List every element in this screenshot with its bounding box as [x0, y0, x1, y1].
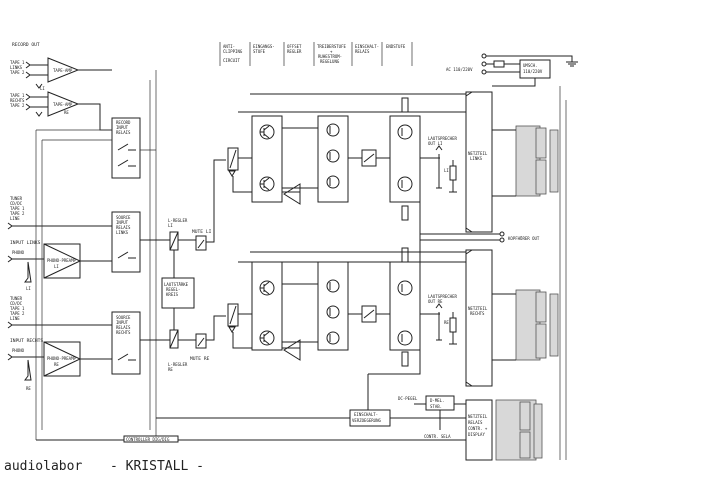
svg-text:LI: LI [26, 286, 31, 291]
svg-text:TAPE-AMP: TAPE-AMP [53, 102, 73, 107]
svg-text:RE: RE [64, 110, 69, 115]
svg-text:RE: RE [444, 320, 449, 325]
legend-anti-clipping: ANTI- CLIPPING CIRCUIT [223, 44, 245, 63]
svg-text:TAPE-AMP: TAPE-AMP [53, 68, 73, 73]
model-name: - KRISTALL - [110, 459, 204, 474]
svg-text:AC 110/220V: AC 110/220V [446, 67, 473, 72]
svg-text:RE: RE [26, 386, 31, 391]
brand-name: audiolabor [4, 459, 82, 474]
svg-text:RECORD OUT: RECORD OUT [12, 42, 40, 48]
tape-amp-li [47, 57, 80, 83]
svg-text:KOPFHÖRER OUT: KOPFHÖRER OUT [508, 236, 540, 241]
legend-offset-regler: OFFSET REGLER [287, 44, 304, 54]
power-section: AC 110/220V UMSCH.110/220V KOPFHÖRER OUT… [420, 53, 578, 461]
control-section: EINSCHALT-VERZOEGERUNG DC-PEGEL D-MEL.ST… [36, 200, 466, 443]
phono-preamp-links: INPUT LINKS PHONO PHONO-PREAMP LI LI [7, 240, 112, 291]
legend-eingangsstufe: EINGANGS- STUFE [253, 44, 277, 54]
svg-text:INPUT LINKS: INPUT LINKS [10, 240, 41, 246]
svg-text:CONTROLLER DIG/DIG: CONTROLLER DIG/DIG [126, 437, 170, 442]
svg-text:EINSCHALT-VERZOEGERUNG: EINSCHALT-VERZOEGERUNG [352, 412, 381, 423]
footer-branding: audiolabor - KRISTALL - [4, 459, 204, 474]
legend-treiberstufe: TREIBERSTUFE + RUHESTROM- REGELUNG [317, 44, 348, 64]
svg-text:PHONO: PHONO [12, 348, 25, 353]
svg-text:DC-PEGEL: DC-PEGEL [398, 396, 418, 401]
svg-text:RE: RE [54, 362, 59, 367]
svg-text:PHONO-PREAMP: PHONO-PREAMP [47, 356, 76, 361]
legend-einschaltrelais: EINSCHALT- RELAIS [355, 44, 382, 54]
svg-text:D-MEL.STAB.: D-MEL.STAB. [430, 398, 444, 409]
svg-text:INPUT RECHTS: INPUT RECHTS [10, 338, 43, 344]
legend-endstufe: ENDSTUFE [386, 44, 406, 49]
svg-text:PHONO: PHONO [12, 250, 25, 255]
svg-text:MUTE RE: MUTE RE [190, 356, 210, 362]
svg-text:MUTE LI: MUTE LI [192, 229, 212, 235]
svg-text:UMSCH.110/220V: UMSCH.110/220V [523, 63, 543, 74]
svg-text:LI: LI [40, 86, 45, 91]
svg-text:LI: LI [444, 168, 449, 173]
svg-text:PHONO-PREAMP: PHONO-PREAMP [47, 258, 76, 263]
svg-text:CONTR. SELA: CONTR. SELA [424, 434, 451, 439]
legend: ANTI- CLIPPING CIRCUIT EINGANGS- STUFE O… [219, 42, 413, 66]
tape-amp-re [47, 91, 80, 117]
phono-preamp-rechts: INPUT RECHTS PHONO PHONO-PREAMP RE RE [7, 338, 112, 391]
svg-text:LI: LI [54, 264, 59, 269]
